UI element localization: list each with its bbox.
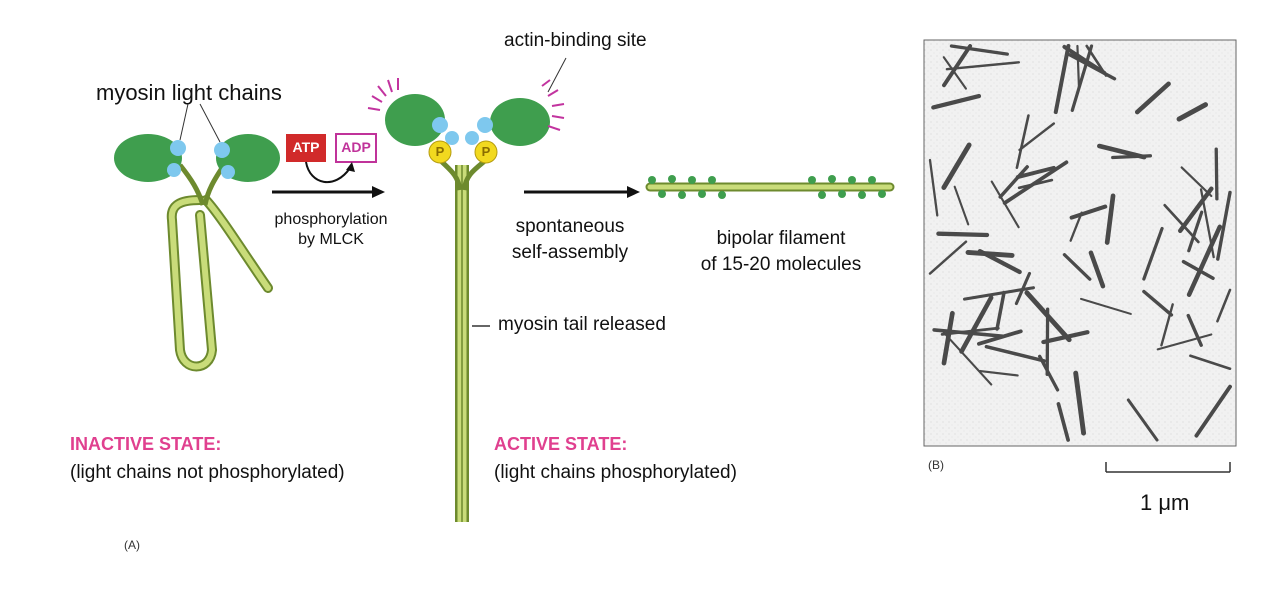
filament-rod [1176,102,1209,122]
filament-rod [965,249,1015,258]
filament-rod [942,56,967,90]
actin-binding-spark-left [367,78,399,111]
filament-rod [928,158,939,217]
filament-rod [1002,160,1069,205]
filament-rod [1216,190,1232,261]
filament-rod [1199,188,1215,259]
bipolar-filament [645,175,895,199]
filament-rod [953,185,970,226]
filament-rod [1097,143,1147,160]
filament-rod [1104,193,1116,245]
filament-rod [931,93,982,110]
filament-rod [1041,330,1090,345]
active-state-title: ACTIVE STATE: [494,434,628,454]
inactive-myosin [114,103,280,372]
inactive-state-desc: (light chains not phosphorylated) [70,462,345,483]
filament-rod [1156,333,1213,351]
adp-label: ADP [341,139,371,155]
phosphorylation-line2: by MLCK [298,231,364,248]
filament-rod [1142,289,1174,317]
bipolar-line2: of 15-20 molecules [700,254,862,275]
phosphorylation-line1: phosphorylation [274,211,388,228]
scale-bar-label: 1 μm [1140,490,1190,515]
filament-rod [1069,211,1083,242]
active-head-left [385,94,445,146]
filament-rod [984,344,1047,363]
filament-rod [1015,114,1030,170]
filament-rod [1178,186,1214,234]
phosphate-right-label: P [481,144,491,159]
inactive-state-title: INACTIVE STATE: [70,434,222,454]
atp-box [286,134,326,162]
filament-rod [1187,210,1204,253]
filament-rod [1076,44,1081,89]
phosphorylation-reaction [272,133,385,198]
filament-rod [1194,384,1232,438]
filament-rod [1126,398,1159,442]
filament-rod [1062,253,1092,281]
filament-rod [1189,354,1232,371]
actin-binding-site-label: actin-binding site [504,30,647,51]
self-assembly-label: spontaneous self-assembly [498,214,642,266]
self-assembly-line2: self-assembly [511,242,629,263]
filament-rod [1142,226,1164,281]
filament-rod [998,165,1029,199]
myosin-head-left [114,134,182,182]
filament-rod [1181,259,1215,281]
adp-box [335,133,377,163]
filament-rod [1068,53,1117,81]
filament-rod [1216,288,1232,323]
phosphorylation-label: phosphorylation by MLCK [266,210,396,250]
filament-rod [940,326,1000,336]
light-chain [170,140,186,156]
filament-rod [959,295,994,354]
phosphate-right [474,140,498,164]
filament-rod [1180,166,1213,198]
filament-rod [1088,250,1106,289]
myosin-light-chains-label: myosin light chains [96,80,282,105]
filament-rod [1214,147,1219,201]
filament-rod [1069,204,1108,220]
filament-rod [941,142,972,190]
filament-rod [941,310,955,366]
filament-rod [1018,122,1056,152]
active-myosin [367,57,567,522]
bipolar-line1: bipolar filament [716,228,846,249]
filament-rod [979,369,1019,377]
filament-rod [1053,44,1071,115]
bipolar-filament-label: bipolar filament of 15-20 molecules [676,226,886,278]
self-assembly-line1: spontaneous [515,216,625,237]
phosphate-left-label: P [435,144,445,159]
filament-rod [1070,44,1094,112]
active-head-right [490,98,550,146]
filament-rod [936,231,990,238]
filament-rod [1186,313,1203,347]
filament-rod [1015,165,1056,180]
filament-rod [949,44,1009,56]
filament-rod [945,61,1021,71]
tail-released-label: myosin tail released [498,314,666,335]
filament-rod [942,331,993,386]
active-state-desc: (light chains phosphorylated) [494,462,737,483]
filament-rod [942,44,973,88]
filament-rod [932,328,1004,338]
filament-rod [1160,303,1174,347]
filament-rod [1163,203,1200,244]
filament-rod [1079,297,1132,315]
filament-rod [1134,81,1171,115]
electron-micrograph [923,39,1237,473]
filament-rod [1186,224,1223,297]
atp-label: ATP [292,139,320,155]
actin-binding-spark-right [541,79,565,131]
phosphate-left [428,140,452,164]
filament-rod [1038,354,1060,392]
filament-rod [928,240,968,275]
filament-rod [1073,370,1087,436]
filament-rod [1056,402,1070,442]
panel-a-label: (A) [124,538,140,552]
panel-b-label: (B) [928,458,944,472]
filament-rod [1014,271,1032,306]
filament-rod [995,290,1006,331]
